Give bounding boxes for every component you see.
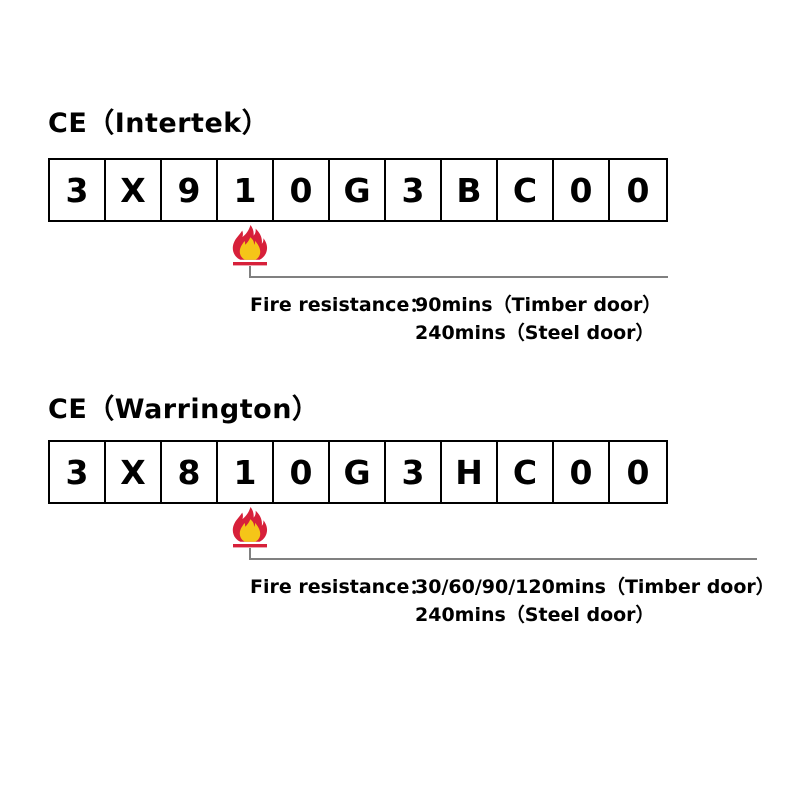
code-cell[interactable]: G xyxy=(330,442,386,502)
callout-value-line: 240mins（Steel door） xyxy=(415,603,655,626)
code-cell[interactable]: 0 xyxy=(274,160,330,220)
leader-horizontal-line xyxy=(249,276,668,278)
code-cell[interactable]: 8 xyxy=(162,442,218,502)
code-cell[interactable]: 0 xyxy=(554,160,610,220)
code-cell[interactable]: G xyxy=(330,160,386,220)
code-cell[interactable]: 0 xyxy=(274,442,330,502)
code-cell[interactable]: X xyxy=(106,160,162,220)
code-cell[interactable]: C xyxy=(498,160,554,220)
code-cell[interactable]: 3 xyxy=(50,442,106,502)
code-cell[interactable]: X xyxy=(106,442,162,502)
code-cell[interactable]: 9 xyxy=(162,160,218,220)
code-cell[interactable]: 0 xyxy=(610,160,666,220)
callout-intertek: Fire resistance： 90mins（Timber door） 240… xyxy=(250,292,730,344)
code-cell[interactable]: 3 xyxy=(386,442,442,502)
code-cell[interactable]: C xyxy=(498,442,554,502)
code-cell[interactable]: 0 xyxy=(554,442,610,502)
section-title-intertek: CE（Intertek） xyxy=(48,108,270,139)
leader-vertical-stub xyxy=(249,548,251,560)
leader-vertical-stub xyxy=(249,266,251,278)
code-cell[interactable]: B xyxy=(442,160,498,220)
section-title-warrington: CE（Warrington） xyxy=(48,394,320,425)
code-cell-marked[interactable]: 1 xyxy=(218,160,274,220)
callout-warrington: Fire resistance： 30/60/90/120mins（Timber… xyxy=(250,574,800,626)
callout-values: 90mins（Timber door） 240mins（Steel door） xyxy=(415,292,661,347)
fire-icon xyxy=(228,224,272,276)
fire-icon xyxy=(228,506,272,558)
leader-horizontal-line xyxy=(249,558,757,560)
callout-label: Fire resistance： xyxy=(250,294,429,316)
code-row-intertek: 3 X 9 1 0 G 3 B C 0 0 xyxy=(48,158,668,222)
code-row-warrington: 3 X 8 1 0 G 3 H C 0 0 xyxy=(48,440,668,504)
callout-values: 30/60/90/120mins（Timber door） 240mins（St… xyxy=(415,574,775,629)
code-cell[interactable]: H xyxy=(442,442,498,502)
code-cell[interactable]: 3 xyxy=(386,160,442,220)
code-cell-marked[interactable]: 1 xyxy=(218,442,274,502)
code-cell[interactable]: 0 xyxy=(610,442,666,502)
callout-value-line: 240mins（Steel door） xyxy=(415,321,655,344)
callout-value-line: 30/60/90/120mins（Timber door） xyxy=(415,576,775,598)
code-cell[interactable]: 3 xyxy=(50,160,106,220)
callout-value-line: 90mins（Timber door） xyxy=(415,294,662,316)
callout-label: Fire resistance： xyxy=(250,576,429,598)
